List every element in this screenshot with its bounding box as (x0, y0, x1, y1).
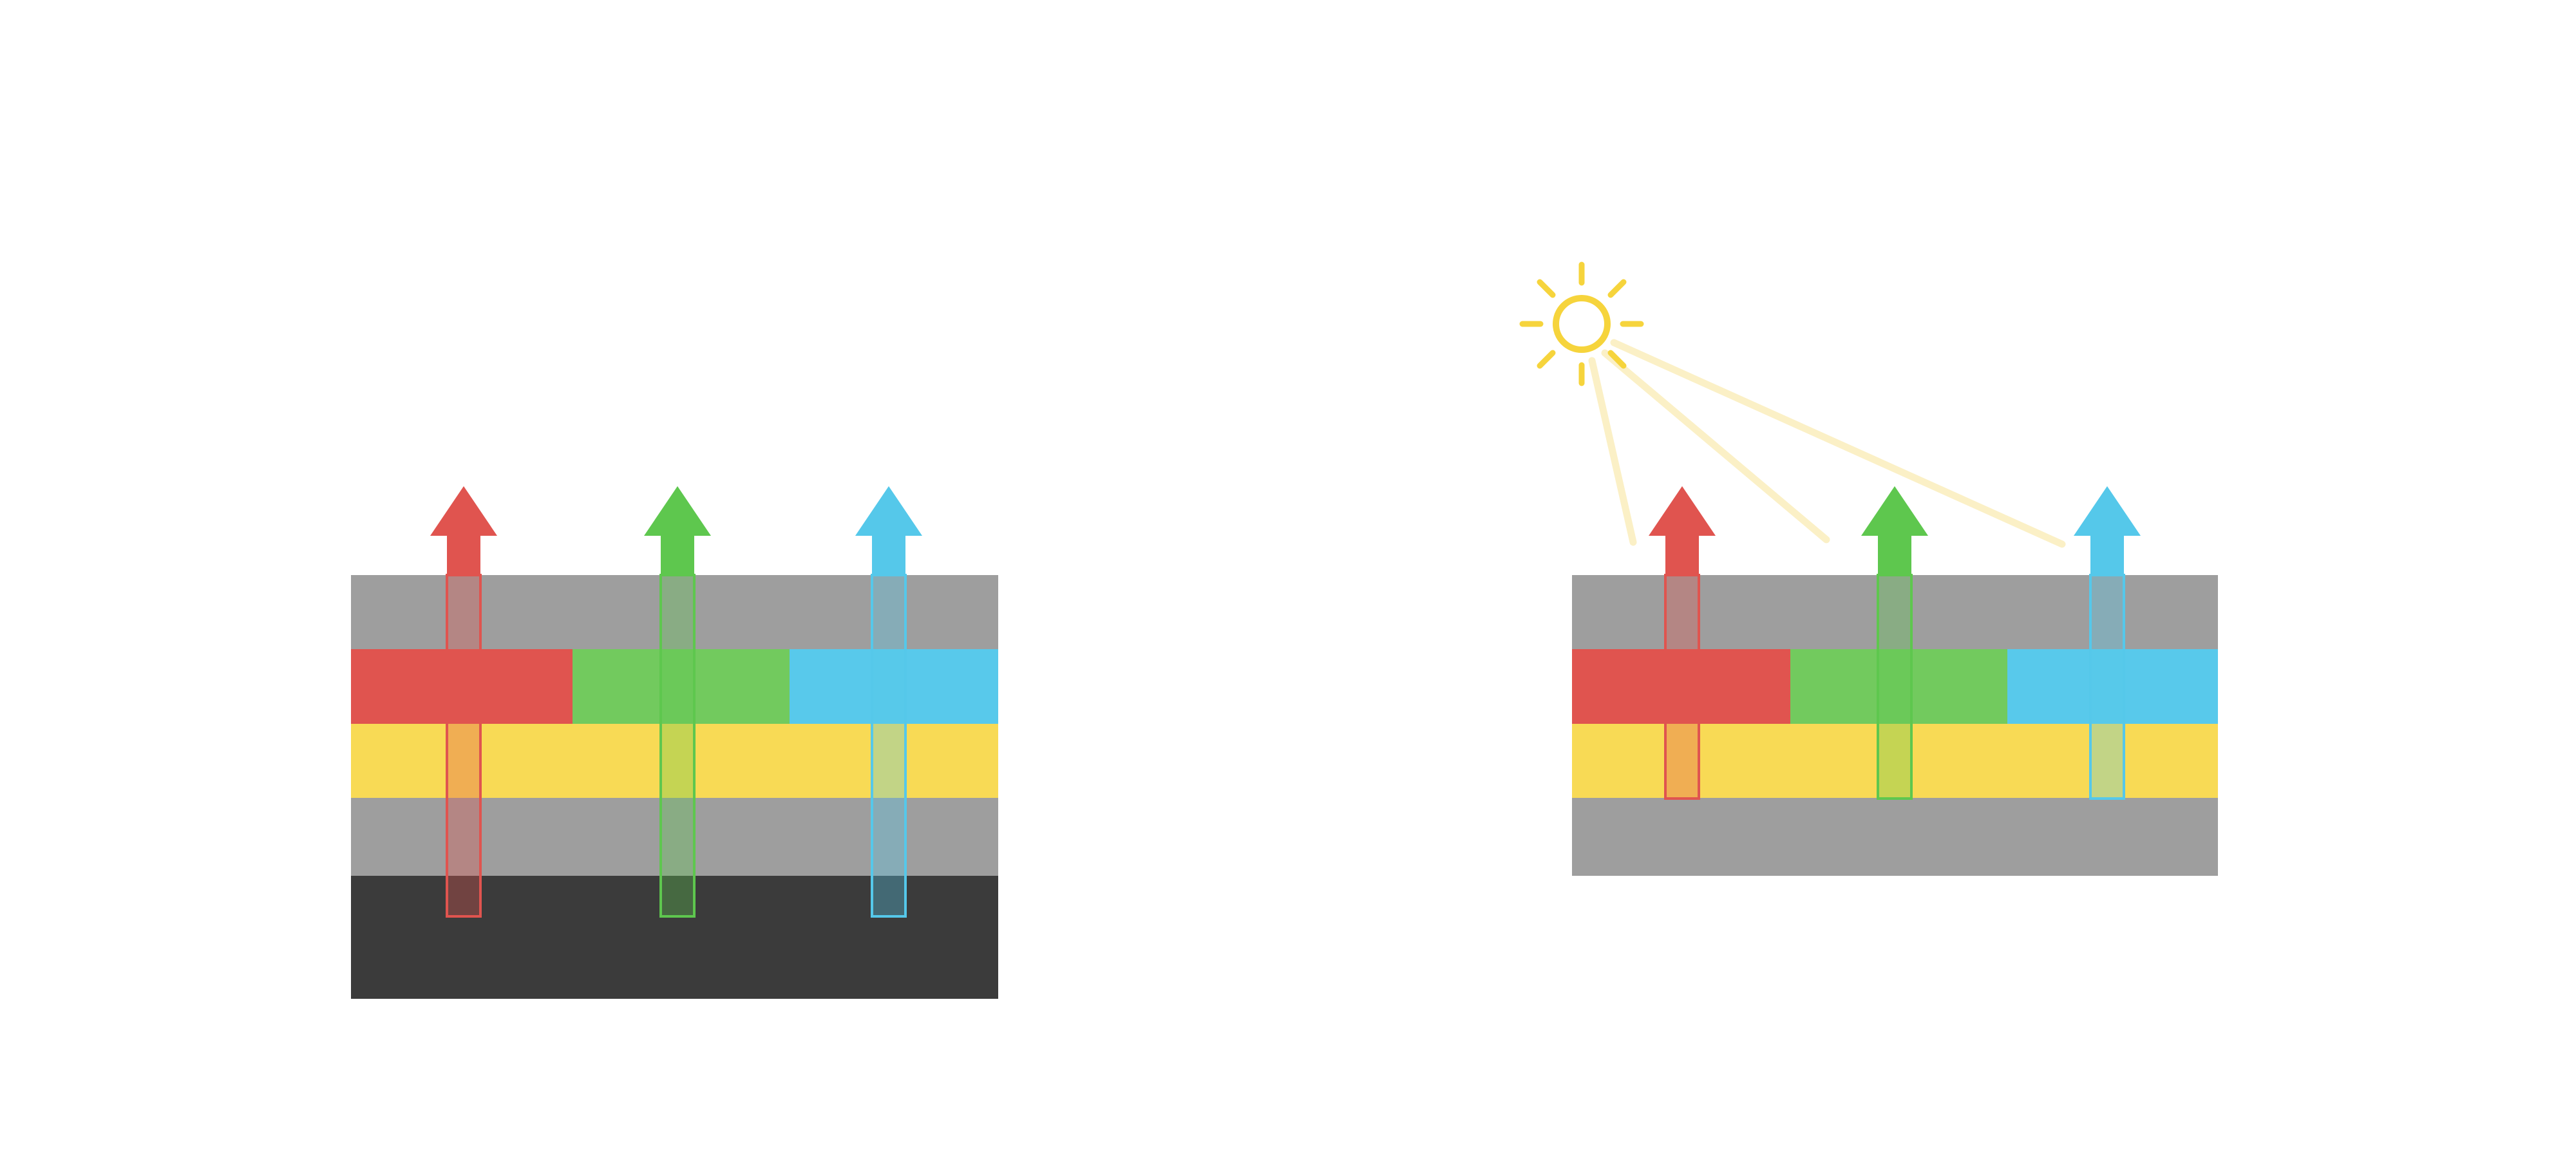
left-layer-top-gray (351, 575, 998, 649)
sun-core (1553, 295, 1611, 353)
right-segment-red (1572, 649, 1790, 724)
right-arrow-red (1649, 486, 1716, 800)
arrow-up-icon (1649, 486, 1716, 576)
arrow-shaft (659, 574, 696, 918)
right-segment-green (1790, 649, 2007, 724)
left-stack-panel (351, 486, 998, 999)
sun-beam-1 (1588, 357, 1637, 546)
sun-icon (1519, 261, 1644, 386)
right-layer-bottom-gray (1572, 798, 2218, 876)
left-arrow-red (430, 486, 497, 918)
left-arrow-blue (855, 486, 922, 918)
sun-beam-3 (1610, 339, 2066, 548)
sun-beam-2 (1601, 349, 1830, 544)
arrow-shaft (2089, 574, 2125, 800)
arrow-shaft (446, 574, 482, 918)
sun-ray (1607, 279, 1627, 298)
sun-ray (1537, 350, 1556, 369)
arrow-shaft (1877, 574, 1913, 800)
right-stack-panel (1519, 261, 2218, 876)
arrow-shaft (871, 574, 907, 918)
sun-rays (1519, 261, 1644, 386)
right-layer-yellow (1572, 724, 2218, 798)
left-layer-bottom-gray (351, 798, 998, 876)
arrow-up-icon (1861, 486, 1928, 576)
arrow-up-icon (855, 486, 922, 576)
sun-ray (1607, 350, 1627, 369)
arrow-up-icon (644, 486, 711, 576)
sun-ray (1537, 279, 1556, 298)
left-segment-blue (790, 649, 998, 724)
left-segment-red (351, 649, 573, 724)
arrow-up-icon (2074, 486, 2141, 576)
right-layer-top-gray (1572, 575, 2218, 649)
right-arrow-blue (2074, 486, 2141, 800)
arrow-up-icon (430, 486, 497, 576)
sun-beams (1588, 339, 2066, 548)
left-arrow-green (644, 486, 711, 918)
right-segment-blue (2007, 649, 2218, 724)
left-segment-green (573, 649, 790, 724)
left-layer-yellow (351, 724, 998, 798)
arrow-shaft (1664, 574, 1700, 800)
right-arrow-green (1861, 486, 1928, 800)
left-layer-backlight (351, 876, 998, 999)
